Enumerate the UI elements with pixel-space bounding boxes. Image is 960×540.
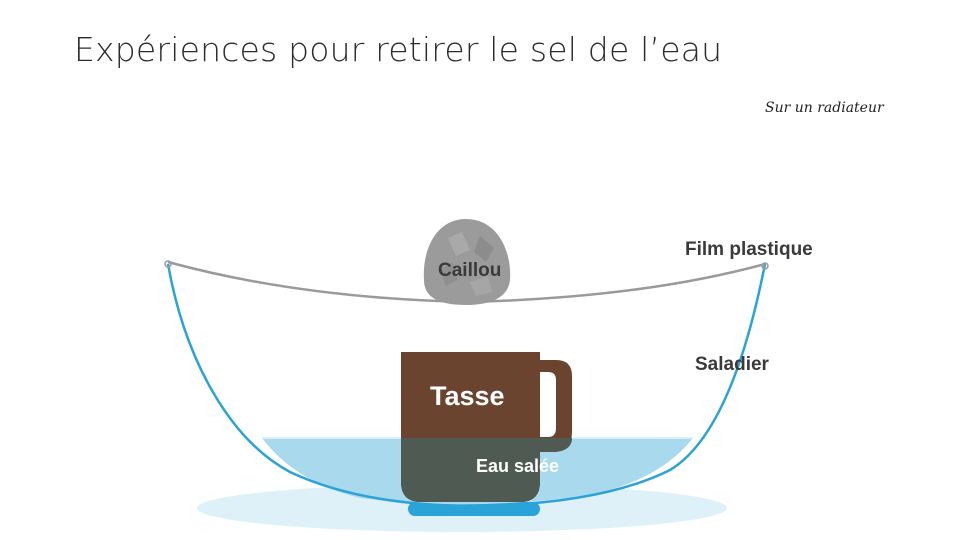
cup-label: Tasse	[430, 381, 505, 411]
water-label: Eau salée	[476, 456, 559, 476]
cup-handle	[535, 360, 572, 452]
cup-submerged	[401, 438, 540, 502]
slide-title: Expériences pour retirer le sel de l’eau	[74, 30, 723, 69]
bowl	[166, 263, 767, 508]
rock-label: Caillou	[438, 260, 501, 281]
slide-subtitle: Sur un radiateur	[765, 100, 884, 116]
bowl-label: Saladier	[695, 354, 770, 375]
film-label: Film plastique	[685, 239, 813, 260]
